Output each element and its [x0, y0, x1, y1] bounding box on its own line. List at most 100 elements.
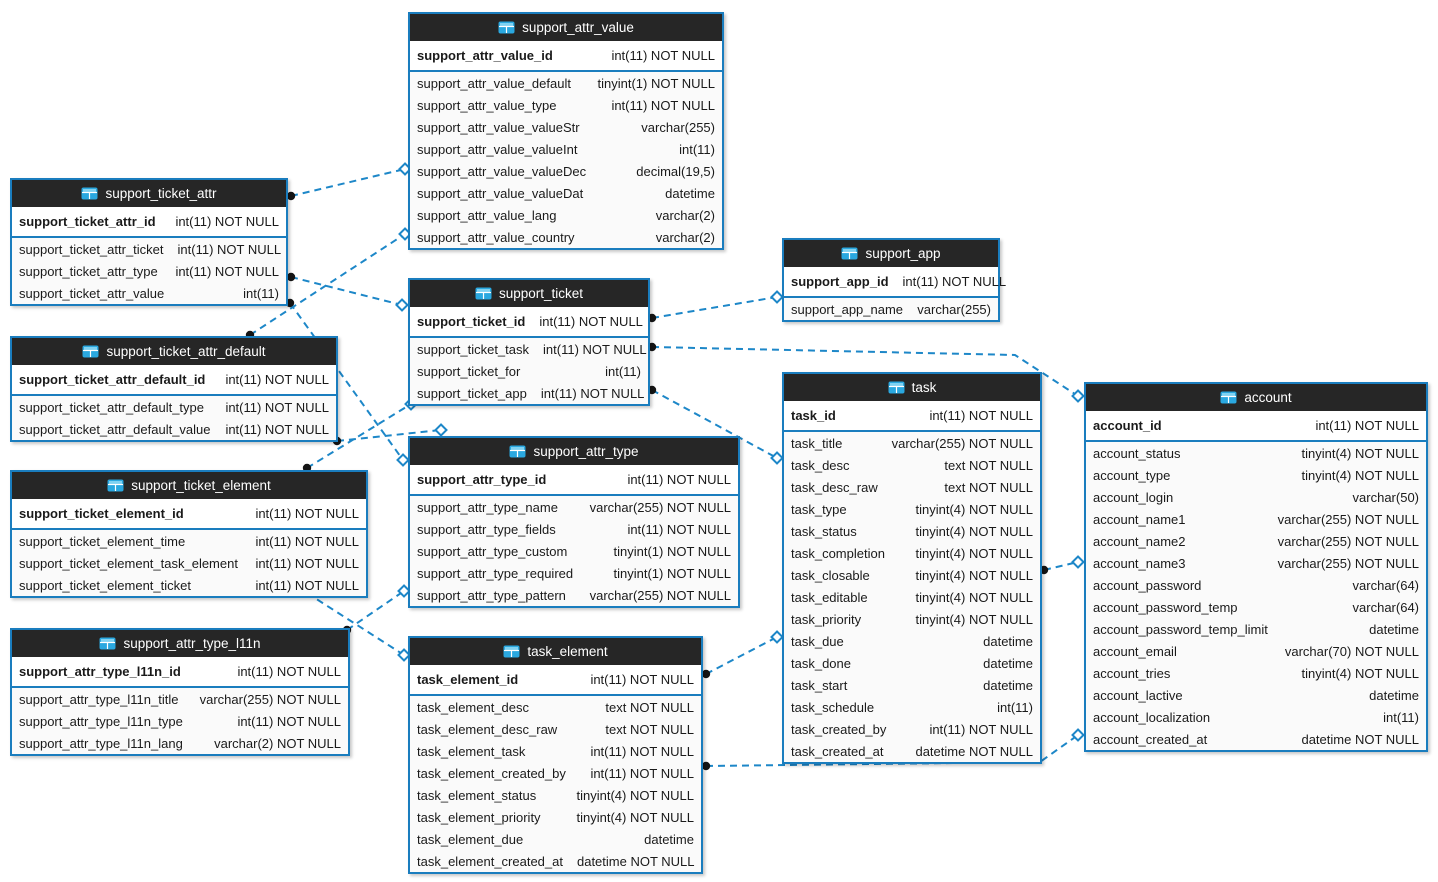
column-row: task_element_status tinyint(4) NOT NULL: [410, 784, 701, 806]
table-support_attr_value[interactable]: support_attr_value support_attr_value_id…: [408, 12, 724, 250]
column-name: task_element_status: [417, 787, 537, 803]
column-row: support_attr_type_name varchar(255) NOT …: [410, 496, 738, 518]
table-header[interactable]: support_ticket_attr: [12, 180, 286, 207]
table-title: task_element: [527, 644, 608, 659]
column-type: varchar(70) NOT NULL: [1284, 643, 1419, 659]
column-type: tinyint(4) NOT NULL: [1301, 665, 1419, 681]
column-row: task_completion tinyint(4) NOT NULL: [784, 542, 1040, 564]
column-name: support_attr_type_fields: [417, 521, 556, 537]
table-header[interactable]: support_app: [784, 240, 998, 267]
column-row: task_priority tinyint(4) NOT NULL: [784, 608, 1040, 630]
relation-target-diamond: [395, 298, 409, 312]
column-name: account_localization: [1093, 709, 1211, 725]
table-header[interactable]: task_element: [410, 638, 701, 665]
column-type: int(11) NOT NULL: [611, 48, 715, 63]
table-header[interactable]: support_ticket_element: [12, 472, 366, 499]
table-icon: [99, 637, 116, 650]
table-header[interactable]: account: [1086, 384, 1426, 411]
column-row: support_ticket_element_time int(11) NOT …: [12, 530, 366, 552]
columns-section: account_status tinyint(4) NOT NULL accou…: [1086, 442, 1426, 750]
table-support_ticket_attr_default[interactable]: support_ticket_attr_default support_tick…: [10, 336, 338, 442]
table-header[interactable]: support_attr_type: [410, 438, 738, 465]
column-row: task_created_at datetime NOT NULL: [784, 740, 1040, 762]
table-task[interactable]: task task_id int(11) NOT NULL task_title…: [782, 372, 1042, 764]
column-row: support_ticket_element_task_element int(…: [12, 552, 366, 574]
column-row: support_ticket_attr_value int(11): [12, 282, 286, 304]
column-name: task_element_task: [417, 743, 526, 759]
column-type: text NOT NULL: [605, 721, 694, 737]
column-row: task_desc text NOT NULL: [784, 454, 1040, 476]
table-task_element[interactable]: task_element task_element_id int(11) NOT…: [408, 636, 703, 874]
column-name: account_password_temp_limit: [1093, 621, 1268, 637]
column-row: support_app_id int(11) NOT NULL: [784, 267, 1006, 296]
column-type: varchar(2): [655, 229, 715, 245]
table-support_app[interactable]: support_app support_app_id int(11) NOT N…: [782, 238, 1006, 322]
column-name: task_editable: [791, 589, 868, 605]
relation-source-dot: [701, 669, 711, 679]
table-title: support_ticket_attr_default: [106, 344, 266, 359]
column-type: text NOT NULL: [944, 479, 1033, 495]
primary-key-section: task_id int(11) NOT NULL: [784, 401, 1040, 432]
column-row: account_password_temp_limit datetime: [1086, 618, 1426, 640]
table-header[interactable]: support_ticket_attr_default: [12, 338, 336, 365]
column-name: account_type: [1093, 467, 1171, 483]
relation-target-diamond: [770, 290, 784, 304]
column-type: int(11) NOT NULL: [255, 533, 359, 549]
column-name: task_created_at: [791, 743, 884, 759]
column-row: support_ticket_attr_default_value int(11…: [12, 418, 336, 440]
columns-section: support_attr_type_l11n_title varchar(255…: [12, 688, 348, 754]
table-title: support_ticket: [498, 286, 584, 301]
column-type: int(11) NOT NULL: [225, 421, 329, 437]
table-header[interactable]: support_attr_type_l11n: [12, 630, 348, 657]
table-header[interactable]: support_ticket: [410, 280, 648, 307]
table-title: support_attr_type_l11n: [123, 636, 261, 651]
relation-target-diamond: [397, 648, 411, 662]
relation-task_element-task: [701, 630, 784, 679]
column-row: support_app_name varchar(255): [784, 298, 998, 320]
column-name: task_element_id: [417, 672, 519, 687]
column-row: support_attr_type_pattern varchar(255) N…: [410, 584, 738, 606]
table-account[interactable]: account account_id int(11) NOT NULL acco…: [1084, 382, 1428, 752]
column-type: varchar(255) NOT NULL: [589, 587, 731, 603]
table-support_ticket_element[interactable]: support_ticket_element support_ticket_el…: [10, 470, 368, 598]
column-type: varchar(255): [641, 119, 715, 135]
column-name: support_attr_type_l11n_title: [19, 691, 179, 707]
column-type: varchar(2) NOT NULL: [214, 735, 341, 751]
relation-target-diamond: [1071, 728, 1085, 742]
column-name: task_element_created_by: [417, 765, 566, 781]
column-type: datetime NOT NULL: [1301, 731, 1419, 747]
table-support_ticket_attr[interactable]: support_ticket_attr support_ticket_attr_…: [10, 178, 288, 306]
column-type: tinyint(4) NOT NULL: [915, 611, 1033, 627]
column-row: support_ticket_attr_default_id int(11) N…: [12, 365, 336, 394]
column-row: account_tries tinyint(4) NOT NULL: [1086, 662, 1426, 684]
column-type: varchar(255): [917, 301, 991, 317]
column-row: support_attr_value_valueDec decimal(19,5…: [410, 160, 722, 182]
column-row: support_attr_value_lang varchar(2): [410, 204, 722, 226]
table-header[interactable]: support_attr_value: [410, 14, 722, 41]
relation-target-diamond: [434, 423, 448, 437]
column-row: support_attr_value_valueStr varchar(255): [410, 116, 722, 138]
table-icon: [498, 21, 515, 34]
column-type: int(11): [1383, 709, 1419, 725]
table-support_attr_type[interactable]: support_attr_type support_attr_type_id i…: [408, 436, 740, 608]
column-name: support_app_name: [791, 301, 904, 317]
primary-key-section: support_attr_type_l11n_id int(11) NOT NU…: [12, 657, 348, 688]
column-type: int(11): [243, 285, 279, 301]
column-name: support_ticket_attr_value: [19, 285, 165, 301]
column-row: task_element_desc_raw text NOT NULL: [410, 718, 701, 740]
table-header[interactable]: task: [784, 374, 1040, 401]
table-support_attr_type_l11n[interactable]: support_attr_type_l11n support_attr_type…: [10, 628, 350, 756]
column-row: account_status tinyint(4) NOT NULL: [1086, 442, 1426, 464]
column-name: support_ticket_task: [417, 341, 530, 357]
column-row: support_ticket_element_ticket int(11) NO…: [12, 574, 366, 596]
column-type: int(11) NOT NULL: [175, 214, 279, 229]
table-title: support_app: [865, 246, 941, 261]
column-name: support_ticket_for: [417, 363, 521, 379]
table-support_ticket[interactable]: support_ticket support_ticket_id int(11)…: [408, 278, 650, 406]
relation-target-diamond: [770, 630, 784, 644]
column-name: support_attr_type_l11n_type: [19, 713, 183, 729]
column-row: task_element_task int(11) NOT NULL: [410, 740, 701, 762]
column-name: support_ticket_attr_type: [19, 263, 158, 279]
